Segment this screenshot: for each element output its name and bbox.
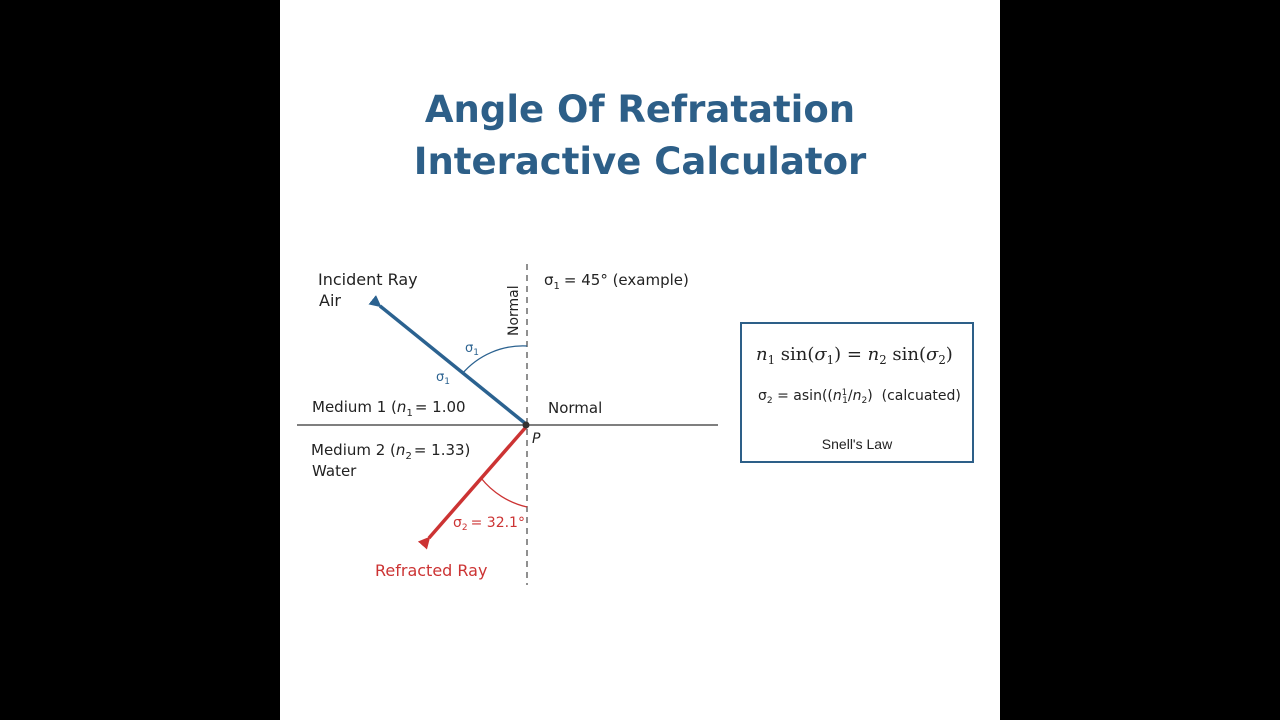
incident-ray-label: Incident Ray [318,270,418,289]
theta2-label: σ2= 32.1° [453,515,525,533]
refracted-ray-label: Refracted Ray [375,561,487,580]
page-title: Angle Of Refratation Interactive Calcula… [280,84,1000,188]
point-p [522,421,530,429]
point-p-label: P [532,431,541,447]
incident-ray [368,295,528,426]
medium1-label: Medium 1 (n1= 1.00 [312,398,466,419]
title-line-2: Interactive Calculator [413,140,867,183]
title-line-1: Angle Of Refratation [424,88,856,131]
snell-equation: n1 sin(σ1) = n2 sin(σ2) [756,344,953,368]
refracted-ray [417,425,528,550]
medium1-name: Air [319,291,341,310]
incidence-angle-arc [461,345,528,375]
theta1-arc-label: σ1 [465,341,479,358]
refraction-diagram: P Incident Ray Air Normal σ1= 45° (examp… [297,264,718,585]
medium2-name: Water [312,462,357,480]
refraction-angle-arc [480,477,528,508]
snells-law-caption: Snell's Law [821,436,893,452]
medium2-label: Medium 2 (n2= 1.33) [311,441,470,462]
calc-equation: σ2 = asin((n11/n2) (calcuated) [758,386,961,407]
theta1-ray-label: σ1 [436,370,450,387]
snells-law-box: n1 sin(σ1) = n2 sin(σ2) σ2 = asin((n11/n… [740,322,974,463]
normal-label-vertical: Normal [506,285,522,336]
theta1-example: σ1= 45° (example) [544,271,689,292]
normal-label-horizontal: Normal [548,399,602,417]
content-panel: Angle Of Refratation Interactive Calcula… [280,0,1000,720]
